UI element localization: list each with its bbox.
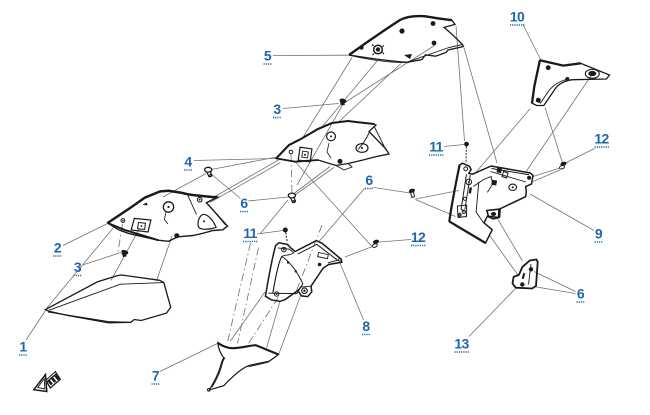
svg-text:9: 9 bbox=[595, 226, 603, 242]
svg-text:3: 3 bbox=[273, 101, 281, 117]
svg-text:7: 7 bbox=[152, 368, 160, 384]
svg-text:6: 6 bbox=[577, 286, 585, 302]
svg-text:6: 6 bbox=[365, 172, 373, 188]
svg-text:1: 1 bbox=[19, 339, 27, 355]
svg-text:12: 12 bbox=[411, 229, 426, 245]
svg-text:2: 2 bbox=[54, 240, 62, 256]
svg-text:11: 11 bbox=[243, 225, 257, 241]
svg-text:4: 4 bbox=[184, 154, 192, 170]
svg-text:13: 13 bbox=[454, 336, 469, 352]
svg-text:12: 12 bbox=[594, 131, 609, 147]
svg-text:8: 8 bbox=[362, 318, 370, 334]
svg-text:6: 6 bbox=[240, 195, 248, 211]
svg-text:10: 10 bbox=[510, 9, 525, 25]
svg-text:11: 11 bbox=[429, 139, 443, 155]
svg-text:5: 5 bbox=[264, 48, 272, 64]
svg-text:3: 3 bbox=[74, 259, 82, 275]
